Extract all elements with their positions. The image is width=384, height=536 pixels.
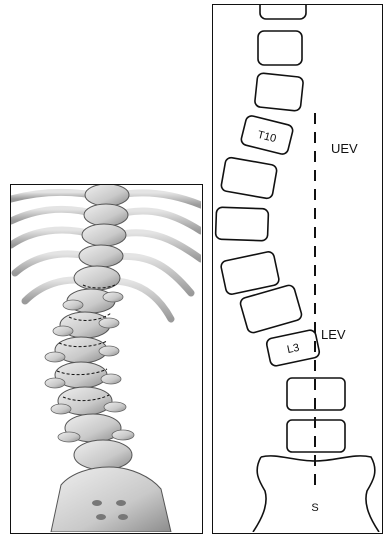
- sacrum-illustration: [51, 467, 171, 532]
- label-lev: LEV: [321, 327, 346, 342]
- vertebra-8: [239, 284, 303, 334]
- vertebra-2: [258, 31, 302, 65]
- spine-illustration-panel: [10, 184, 203, 534]
- vertebra-3: [254, 73, 303, 112]
- spine-schematic: T10 L3 UEV LEV S: [213, 5, 381, 532]
- sacrum-outline: [253, 456, 379, 532]
- label-sacrum: S: [311, 502, 318, 514]
- vertebra-6: [215, 207, 268, 241]
- vertebra-7: [220, 251, 280, 295]
- vertebra-5: [220, 157, 277, 200]
- label-uev: UEV: [331, 141, 358, 156]
- spine-illustration: [11, 185, 201, 532]
- vertebra-1: [260, 5, 306, 19]
- spine-schematic-panel: T10 L3 UEV LEV S: [212, 4, 383, 534]
- label-l3: L3: [286, 342, 300, 356]
